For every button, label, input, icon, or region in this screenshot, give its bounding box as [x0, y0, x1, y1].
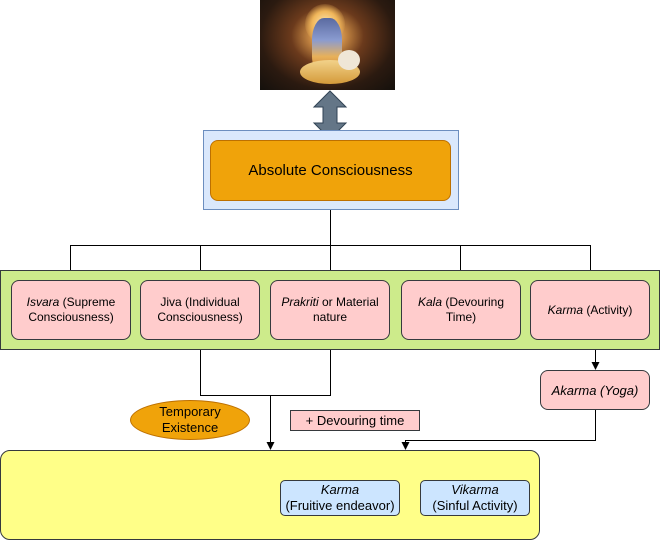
absolute-consciousness-label: Absolute Consciousness [248, 162, 413, 179]
jiva-prakriti-join [200, 340, 331, 396]
calf-figure [338, 50, 360, 70]
outcome-vikarma-label: Vikarma (Sinful Activity) [432, 482, 518, 513]
outcome-vikarma: Vikarma (Sinful Activity) [420, 480, 530, 516]
akarma-box: Akarma (Yoga) [540, 370, 650, 410]
akarma-label: Akarma (Yoga) [551, 382, 639, 398]
principle-kala-label: Kala (Devouring Time) [417, 295, 505, 324]
principle-karma: Karma (Activity) [530, 280, 650, 340]
principle-kala: Kala (Devouring Time) [401, 280, 521, 340]
principle-prakriti-label: Prakriti or Material nature [281, 295, 379, 324]
outcome-karma-label: Karma (Fruitive endeavor) [285, 482, 395, 513]
principle-prakriti: Prakriti or Material nature [270, 280, 390, 340]
principle-jiva: Jiva (Individual Consciousness) [140, 280, 260, 340]
principle-isvara: Isvara (Supreme Consciousness) [11, 280, 131, 340]
devouring-time-box: + Devouring time [290, 410, 420, 431]
temporary-existence-label: Temporary Existence [159, 404, 221, 435]
outcome-karma: Karma (Fruitive endeavor) [280, 480, 400, 516]
principle-isvara-label: Isvara (Supreme Consciousness) [26, 295, 116, 324]
principle-karma-label: Karma (Activity) [547, 302, 633, 317]
absolute-consciousness-box: Absolute Consciousness [210, 140, 451, 201]
principle-jiva-label: Jiva (Individual Consciousness) [157, 295, 243, 324]
deity-image [260, 0, 395, 90]
akarma-to-outcomes-arrow [401, 410, 596, 450]
temporary-existence-ellipse: Temporary Existence [130, 400, 250, 440]
devouring-time-label: + Devouring time [305, 413, 405, 428]
